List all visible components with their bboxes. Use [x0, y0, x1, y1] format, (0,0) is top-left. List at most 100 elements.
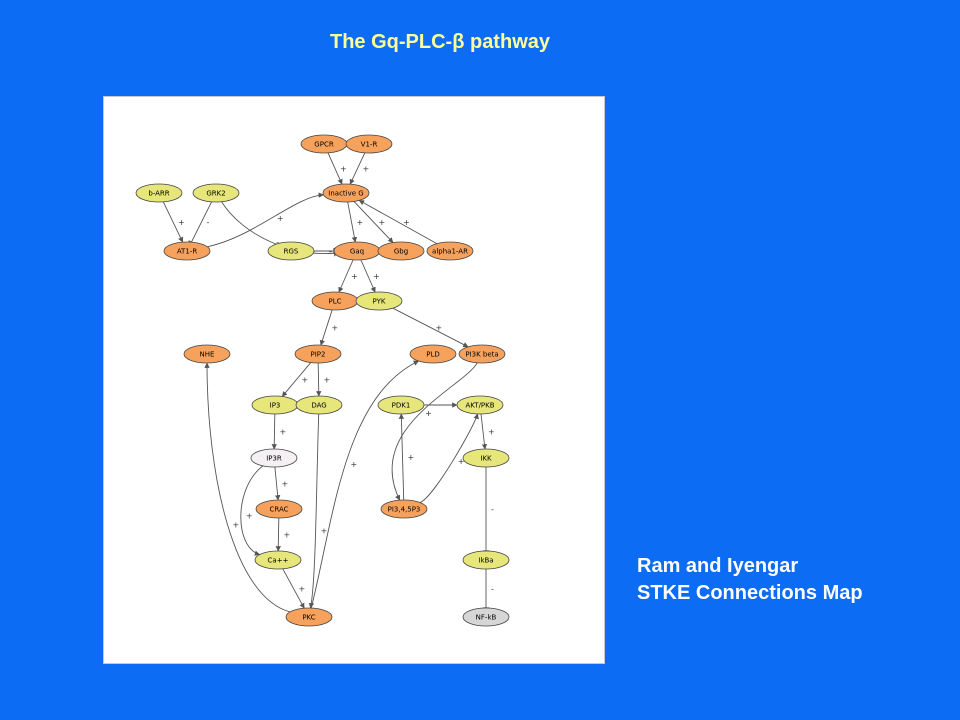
edge-sign-pip2-dag: + [324, 376, 331, 385]
node-shape-alpha1ar [426, 241, 474, 261]
node-nhe: NHE [183, 344, 231, 364]
node-shape-pkc [285, 607, 333, 627]
node-shape-grk2 [192, 183, 240, 203]
node-label-nhe: NHE [200, 351, 215, 359]
edge-sign-pi3k-pi345: + [425, 409, 432, 418]
edge-ip3r-crac [274, 466, 281, 501]
node-label-crac: CRAC [269, 506, 288, 514]
edge-barr-at1r [162, 201, 184, 243]
node-label-alpha1ar: alpha1-AR [432, 248, 468, 256]
edge-pi345-akt [419, 413, 479, 503]
edge-sign-ip3r-crac: + [282, 480, 289, 489]
edge-ip3r-ca [240, 465, 264, 556]
edge-sign-gpcr-inactg: + [340, 165, 347, 174]
node-barr: b-ARR [135, 183, 183, 203]
node-shape-nfkb [462, 607, 510, 627]
node-v1r: V1-R [345, 134, 393, 154]
node-at1r: AT1-R [163, 241, 211, 261]
edge-sign-grk2-at1r: - [207, 218, 210, 227]
node-shape-pi3k [458, 344, 506, 364]
node-pdk1: PDK1 [377, 395, 425, 415]
edge-grk2-at1r [188, 201, 212, 245]
node-shape-gbg [377, 241, 425, 261]
node-gbg: Gbg [377, 241, 425, 261]
node-label-v1r: V1-R [361, 141, 378, 149]
edge-pip2-dag [316, 362, 322, 397]
edge-sign-pip2-ip3: + [302, 376, 309, 385]
edge-sign-grk2-gaq: - [276, 238, 279, 247]
node-shape-ca [254, 550, 302, 570]
node-shape-barr [135, 183, 183, 203]
node-label-plc: PLC [328, 298, 341, 306]
node-label-dag: DAG [311, 402, 326, 410]
edge-crac-ca [275, 517, 281, 552]
node-label-pip2: PIP2 [311, 351, 326, 359]
edge-pkc-nhe [204, 362, 291, 613]
caption-authors: Ram and Iyengar [637, 555, 799, 577]
node-label-pld: PLD [426, 351, 440, 359]
node-label-grk2: GRK2 [206, 190, 225, 198]
node-shape-v1r [345, 134, 393, 154]
node-shape-inactg [322, 183, 370, 203]
node-shape-nhe [183, 344, 231, 364]
node-label-at1r: AT1-R [177, 248, 198, 256]
node-shape-pip2 [294, 344, 342, 364]
node-pi3k: PI3K beta [458, 344, 506, 364]
node-ip3: IP3 [251, 395, 299, 415]
edge-sign-pkc-pld: + [350, 460, 357, 469]
node-grk2: GRK2 [192, 183, 240, 203]
node-pip2: PIP2 [294, 344, 342, 364]
edge-pkc-pld [310, 360, 420, 609]
edge-sign-crac-ca: + [284, 531, 291, 540]
edge-pip2-ip3 [281, 362, 312, 397]
node-shape-crac [255, 499, 303, 519]
node-ca: Ca++ [254, 550, 302, 570]
node-plc: PLC [311, 291, 359, 311]
edge-dag-pkc [308, 413, 320, 609]
edge-gpcr-inactg [327, 152, 343, 185]
node-label-ikk: IKK [480, 455, 492, 463]
node-label-ip3r: IP3R [266, 455, 282, 463]
node-shape-dag [295, 395, 343, 415]
node-ikk: IKK [462, 448, 510, 468]
edge-sign-inactg-gaq: + [357, 218, 364, 227]
node-label-ca: Ca++ [268, 557, 289, 565]
edge-akt-ikk [480, 413, 488, 450]
edge-sign-gaq-plc: + [351, 272, 358, 281]
node-shape-rgs [267, 241, 315, 261]
edge-ip3-ip3r [271, 413, 277, 450]
node-shape-akt [456, 395, 504, 415]
node-akt: AKT/PKB [456, 395, 504, 415]
edge-pyk-pi3k [392, 307, 469, 348]
edge-sign-inactg-gbg: + [379, 218, 386, 227]
node-label-pdk1: PDK1 [392, 402, 411, 410]
node-label-pkc: PKC [302, 614, 315, 622]
node-label-gpcr: GPCR [314, 141, 334, 149]
node-gaq: Gaq [333, 241, 381, 261]
node-label-rgs: RGS [284, 248, 299, 256]
edge-sign-pi345-akt: + [458, 457, 465, 466]
edge-sign-ikba-nfkb: - [491, 585, 494, 594]
edge-alpha1ar-inactg [358, 199, 438, 245]
edge-sign-plc-pip2: + [332, 324, 339, 333]
node-alpha1ar: alpha1-AR [426, 241, 474, 261]
caption-source: STKE Connections Map [637, 582, 863, 604]
caption: Ram and Iyengar STKE Connections Map [637, 553, 863, 607]
node-label-ikba: IkBa [478, 557, 493, 565]
node-nfkb: NF-kB [462, 607, 510, 627]
edge-sign-pi345-pdk1: + [408, 453, 415, 462]
edge-sign-dag-pkc: + [321, 527, 328, 536]
node-shape-pld [409, 344, 457, 364]
node-pyk: PYK [355, 291, 403, 311]
node-label-barr: b-ARR [148, 190, 169, 198]
edge-sign-ip3r-ca: + [246, 511, 253, 520]
edge-sign-barr-at1r: + [178, 218, 185, 227]
edge-inactg-gaq [347, 201, 358, 243]
node-inactg: Inactive G [322, 183, 370, 203]
edge-sign-ca-pkc: + [299, 585, 306, 594]
node-label-pyk: PYK [373, 298, 386, 306]
node-label-pi345: PI3,4,5P3 [388, 506, 421, 514]
node-dag: DAG [295, 395, 343, 415]
slide-title: The Gq-PLC-β pathway [330, 31, 550, 53]
